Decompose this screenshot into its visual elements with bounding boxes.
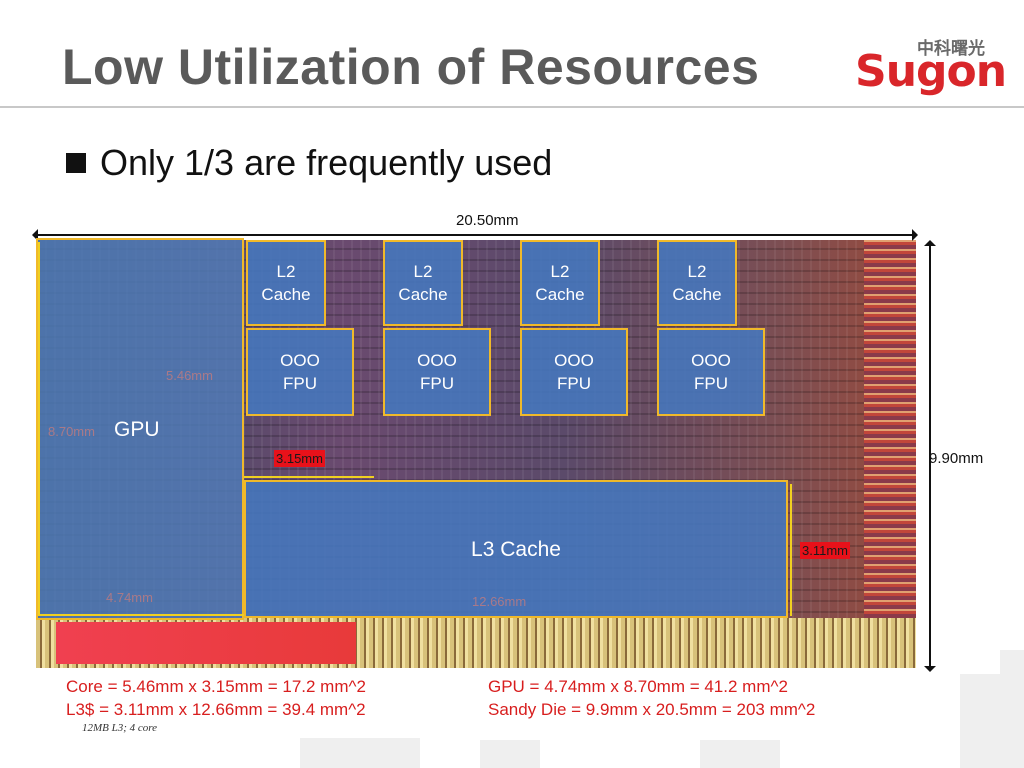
height-dimension-label: 9.90mm <box>929 450 984 467</box>
slide-title: Low Utilization of Resources <box>62 39 760 95</box>
gpu-height-arrow <box>38 242 40 616</box>
title-divider <box>0 106 1024 108</box>
bullet-square-icon <box>66 153 86 173</box>
logo-chinese-text: 中科曙光 <box>917 39 985 59</box>
core-width-tag: 5.46mm <box>166 368 213 383</box>
watermark-shape <box>700 740 780 768</box>
core-height-tag: 3.15mm <box>274 450 325 467</box>
core-height-arrow <box>244 476 374 478</box>
gpu-label: GPU <box>114 418 160 441</box>
l3-width-tag: 12.66mm <box>472 594 527 609</box>
gpu-height-tag: 8.70mm <box>48 424 95 439</box>
die-area-equation: Sandy Die = 9.9mm x 20.5mm = 203 mm^2 <box>488 700 816 719</box>
height-dimension-arrow <box>924 240 936 672</box>
width-dimension-label: 20.50mm <box>456 212 519 229</box>
gpu-block <box>36 238 244 620</box>
width-dimension-arrow <box>32 229 918 241</box>
watermark-shape <box>300 738 420 768</box>
l3-height-tag: 3.11mm <box>800 542 850 559</box>
gpu-area-equation: GPU = 4.74mm x 8.70mm = 41.2 mm^2 <box>488 677 788 696</box>
l3-height-arrow <box>790 484 792 616</box>
l2-cache-block: L2 Cache <box>246 240 326 326</box>
gpu-width-tag: 4.74mm <box>106 590 153 605</box>
bullet-text: Only 1/3 are frequently used <box>100 142 553 183</box>
footnote: 12MB L3; 4 core <box>82 722 158 734</box>
l2-cache-block: L2 Cache <box>383 240 463 326</box>
memory-controller-region <box>56 622 356 664</box>
l2-cache-block: L2 Cache <box>657 240 737 326</box>
ooo-fpu-block: OOO FPU <box>657 328 765 416</box>
l3-cache-block: L3 Cache <box>244 480 788 618</box>
l2-cache-block: L2 Cache <box>520 240 600 326</box>
watermark-shape <box>480 740 540 768</box>
l3-area-equation: L3$ = 3.11mm x 12.66mm = 39.4 mm^2 <box>66 700 366 719</box>
die-io-region <box>864 240 916 668</box>
ooo-fpu-block: OOO FPU <box>520 328 628 416</box>
sugon-logo: 中科曙光 Sugon <box>855 34 1007 97</box>
core-area-equation: Core = 5.46mm x 3.15mm = 17.2 mm^2 <box>66 677 366 696</box>
ooo-fpu-block: OOO FPU <box>383 328 491 416</box>
gpu-width-arrow <box>40 614 244 616</box>
bullet-item: Only 1/3 are frequently used <box>66 142 552 184</box>
logo-text: Sugon <box>855 46 1007 97</box>
die-diagram: 20.50mm 9.90mm GPU L2 Cache L2 Cache L2 … <box>26 212 1000 674</box>
ooo-fpu-block: OOO FPU <box>246 328 354 416</box>
